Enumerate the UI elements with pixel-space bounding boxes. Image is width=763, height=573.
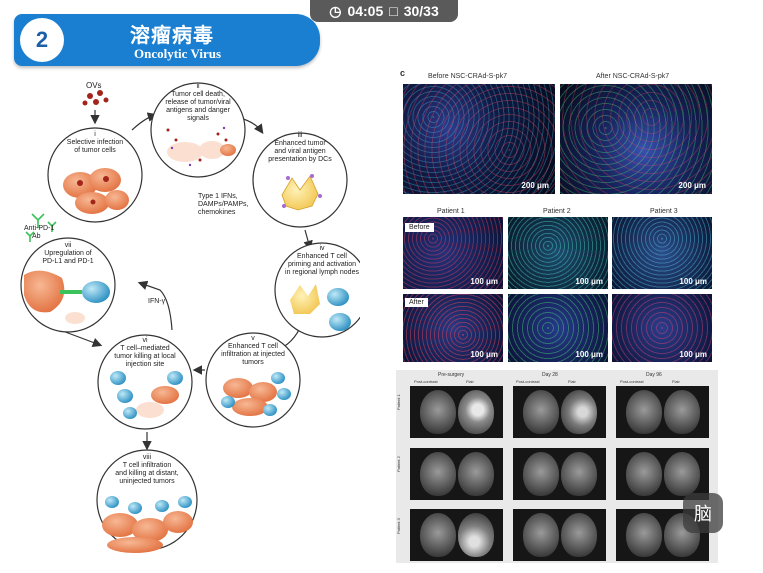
svg-text:T cell–mediated: T cell–mediated (120, 345, 169, 352)
oncolytic-cycle-diagram: OVs i Selective infection of tumor cells… (20, 81, 360, 553)
svg-text:tumors: tumors (242, 359, 264, 366)
step-vi-circle: vi T cell–mediated tumor killing at loca… (97, 334, 193, 430)
svg-text:injection site: injection site (126, 361, 165, 368)
svg-text:Enhanced tumor: Enhanced tumor (274, 140, 326, 147)
svg-text:priming and activation: priming and activation (288, 261, 356, 268)
mri-row-3: Patient 3 (396, 518, 401, 534)
mri-cell (513, 448, 606, 500)
step-vii-circle: vii Upregulation of PD-L1 and PD-1 (20, 237, 116, 333)
section-banner: 2 溶瘤病毒 Oncolytic Virus (14, 14, 320, 66)
svg-text:vii: vii (65, 242, 72, 249)
ovs-label: OVs (86, 81, 102, 90)
svg-text:release of tumor/viral: release of tumor/viral (165, 99, 231, 106)
svg-text:PD-L1 and PD-1: PD-L1 and PD-1 (42, 258, 93, 265)
mri-cell (616, 448, 709, 500)
svg-text:presentation by DCs: presentation by DCs (268, 156, 332, 163)
page-counter: 30/33 (403, 3, 439, 19)
micrograph-after: 200 μm (560, 84, 712, 194)
mri-grid: Pre-surgery Day 28 Day 96 Post-contrast … (396, 370, 718, 563)
mri-row-1: Patient 1 (396, 394, 401, 410)
mri-col-presurgery: Pre-surgery (438, 372, 465, 378)
svg-text:Upregulation of: Upregulation of (44, 250, 92, 257)
micrograph-p2-after: 100 μm (508, 294, 608, 362)
mri-cell (410, 509, 503, 561)
type1-ifn-label-line3: chemokines (198, 209, 236, 216)
micrograph-before: 200 μm (403, 84, 555, 194)
step-iv-circle: iv Enhanced T cell priming and activatio… (274, 242, 360, 338)
watermark-logo: 脑 (683, 493, 723, 533)
step-i-circle: i Selective infection of tumor cells (47, 127, 143, 223)
svg-text:i: i (94, 131, 96, 138)
svg-text:iv: iv (319, 245, 325, 252)
antipd1-label-line2: Ab (32, 233, 41, 240)
micrograph-p1-after: After 100 μm (403, 294, 503, 362)
antipd1-label-line1: Anti-PD-1 (24, 225, 54, 232)
after-title: After NSC-CRAd-S-pk7 (596, 73, 670, 80)
svg-text:Enhanced T cell: Enhanced T cell (297, 253, 347, 260)
patient-2-label: Patient 2 (543, 208, 571, 215)
svg-text:and viral antigen: and viral antigen (274, 148, 325, 155)
page-icon: □ (389, 3, 398, 19)
patient-1-label: Patient 1 (437, 208, 465, 215)
step-iii-circle: iii Enhanced tumor and viral antigen pre… (252, 132, 348, 228)
type1-ifn-label-line2: DAMPs/PAMPs, (198, 201, 248, 208)
svg-text:Tumor cell death,: Tumor cell death, (171, 91, 225, 98)
svg-text:signals: signals (187, 115, 209, 122)
mri-row-2: Patient 2 (396, 456, 401, 472)
type1-ifn-label-line1: Type 1 IFNs, (198, 193, 238, 200)
svg-text:and killing at distant,: and killing at distant, (115, 470, 178, 477)
svg-text:Enhanced T cell: Enhanced T cell (228, 343, 278, 350)
before-title: Before NSC-CRAd-S-pk7 (428, 73, 507, 80)
panel-letter: c (400, 68, 406, 78)
antibody-icon (25, 213, 57, 242)
ifn-gamma-label: IFN-γ (148, 298, 166, 305)
time-readout: 04:05 (347, 3, 384, 19)
step-ii-circle: ii Tumor cell death, release of tumor/vi… (150, 82, 246, 178)
step-viii-circle: viii T cell infiltration and killing at … (96, 449, 198, 553)
micrograph-p2-before: 100 μm (508, 217, 608, 289)
mri-cell (410, 386, 503, 438)
patient-3-label: Patient 3 (650, 208, 678, 215)
svg-text:Selective infection: Selective infection (67, 139, 124, 146)
section-title-en: Oncolytic Virus (134, 46, 222, 61)
top-status-bar: ◷ 04:05 □ 30/33 (310, 0, 458, 22)
svg-text:of tumor cells: of tumor cells (74, 147, 116, 154)
micrograph-p3-after: 100 μm (612, 294, 712, 362)
step-v-circle: v Enhanced T cell infiltration at inject… (205, 332, 301, 428)
mri-cell (410, 448, 503, 500)
ov-particles (82, 90, 109, 106)
svg-text:tumor killing at local: tumor killing at local (114, 353, 176, 360)
mri-cell (616, 386, 709, 438)
mri-cell (513, 386, 606, 438)
svg-text:in regional lymph nodes: in regional lymph nodes (285, 269, 359, 276)
svg-text:vi: vi (142, 337, 148, 344)
section-number: 2 (20, 18, 64, 62)
mri-col-day28: Day 28 (542, 372, 558, 378)
micrograph-p3-before: 100 μm (612, 217, 712, 289)
svg-text:infiltration at injected: infiltration at injected (221, 351, 285, 358)
svg-text:uninjected tumors: uninjected tumors (119, 478, 175, 485)
svg-text:iii: iii (298, 132, 303, 139)
mri-cell (513, 509, 606, 561)
micrograph-p1-before: Before 100 μm (403, 217, 503, 289)
svg-text:antigens and danger: antigens and danger (166, 107, 230, 114)
svg-text:T cell infiltration: T cell infiltration (123, 462, 172, 469)
clock-icon: ◷ (329, 2, 342, 19)
mri-col-day96: Day 96 (646, 372, 662, 378)
section-title-cn: 溶瘤病毒 (130, 23, 214, 47)
svg-text:viii: viii (143, 454, 152, 461)
svg-text:ii: ii (196, 83, 200, 90)
svg-text:v: v (251, 335, 255, 342)
arrow-vi-to-vii (137, 280, 173, 331)
